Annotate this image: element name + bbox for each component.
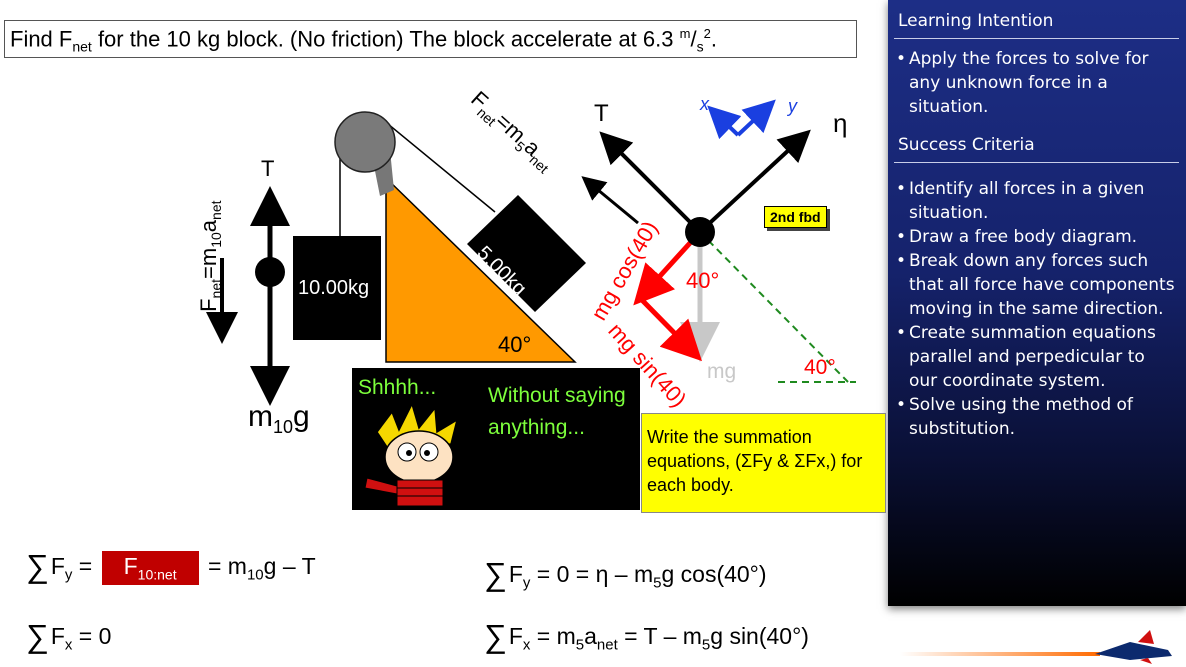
pulley (334, 111, 396, 173)
list-item: Solve using the method of substitution. (896, 393, 1176, 441)
weight-label: m10g (248, 400, 310, 437)
learning-intention-list: Apply the forces to solve for any unknow… (896, 47, 1176, 119)
mg-label: mg (707, 360, 737, 383)
y-axis-label: y (788, 96, 797, 116)
point-mass (685, 217, 715, 247)
incline-block (467, 195, 586, 312)
list-item: Apply the forces to solve for any unknow… (896, 47, 1176, 119)
hanging-block-label: 10.00kg (298, 277, 370, 299)
fbd-badge: 2nd fbd (764, 206, 827, 228)
normal-label: η (833, 108, 848, 138)
fnet-label-left: Fnet=m10anet (195, 200, 225, 312)
hanging-block (293, 236, 381, 340)
x-axis-arrow (707, 105, 742, 140)
y-axis-arrow (736, 99, 776, 137)
problem-statement: Find Fnet for the 10 kg block. (No frict… (10, 26, 717, 55)
normal-arrow (698, 129, 811, 234)
list-item: Create summation equations parallel and … (896, 321, 1176, 393)
list-item: Draw a free body diagram. (896, 225, 1176, 249)
rope (387, 123, 496, 213)
pulley-system (293, 111, 586, 363)
divider (894, 162, 1179, 163)
incline (385, 176, 577, 363)
equation-sum-fy-5kg: ∑Fy = 0 = η – m5g cos(40°) (484, 556, 767, 592)
equation-sum-fx-5kg: ∑Fx = m5anet = T – m5g sin(40°) (484, 618, 809, 654)
list-item: Identify all forces in a given situation… (896, 177, 1176, 225)
shh-text: Shhhh... (358, 376, 437, 399)
fnet-arrow-fbd (581, 176, 639, 225)
incline-angle-label: 40° (498, 332, 532, 357)
equation-sum-fx-10kg: ∑Fx = 0 (26, 618, 112, 654)
left-fbd (206, 186, 290, 406)
tension-arrow-fbd (599, 131, 702, 234)
equation-sum-fy-10kg: ∑Fy = F10:net = m10g – T (26, 548, 316, 585)
without-text: Without saying anything... (488, 384, 626, 439)
list-item: Break down any forces such that all forc… (896, 249, 1176, 321)
fnet-highlight: F10:net (101, 551, 199, 585)
tension-label: T (261, 156, 275, 181)
angle-label-fbd: 40° (686, 268, 720, 293)
instruction-note (641, 413, 886, 513)
x-axis-label: x (700, 94, 709, 114)
sidebar-panel: Learning Intention Apply the forces to s… (888, 0, 1186, 606)
success-criteria-title: Success Criteria (898, 135, 1035, 155)
cartoon-kid-icon (364, 402, 459, 507)
divider (894, 38, 1179, 39)
ground-angle-label: 40° (804, 356, 836, 379)
problem-box (4, 20, 857, 58)
point-mass (255, 257, 285, 287)
learning-intention-title: Learning Intention (898, 11, 1054, 31)
incline-fbd (581, 99, 856, 383)
tension-label-fbd: T (594, 100, 609, 127)
success-criteria-list: Identify all forces in a given situation… (896, 177, 1176, 441)
mgsin-arrow (638, 296, 703, 362)
instruction-text: Write the summation equations, (ΣFy & ΣF… (647, 427, 863, 495)
rocket-logo-icon (900, 630, 1172, 664)
